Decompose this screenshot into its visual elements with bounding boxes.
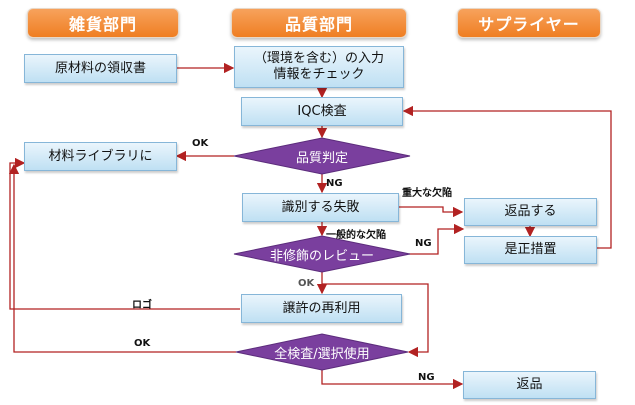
edge-label-ng-review: NG (415, 238, 432, 249)
edge-label-ok-review: OK (298, 278, 315, 289)
node-concession-label: 譲許の再利用 (282, 300, 361, 316)
edge-label-ok-bottom: OK (134, 338, 151, 349)
edge-label-ng-judgment: NG (326, 178, 343, 189)
node-identify-failure-label: 識別する失敗 (281, 199, 360, 215)
edge-label-ok-top: OK (192, 138, 209, 149)
node-iqc: IQC検査 (241, 97, 403, 126)
diamond-mrb-review (233, 235, 411, 273)
diamond-quality-judgment (233, 137, 411, 175)
node-iqc-label: IQC検査 (297, 103, 347, 119)
node-corrective-action-label: 是正措置 (504, 242, 557, 257)
edge-concession-library (9, 157, 240, 310)
edge-label-general-defect: 一般的な欠陥 (326, 230, 386, 241)
node-material-library-label: 材料ライブラリに (48, 148, 153, 164)
node-corrective-action: 是正措置 (464, 236, 597, 264)
lane-header-supplier: サプライヤー (457, 8, 601, 38)
node-return-supplier: 返品する (464, 198, 597, 226)
edge-label-ng-final: NG (418, 372, 435, 383)
node-receipt-label: 原材料の領収書 (54, 60, 146, 76)
edge-label-major-defect: 重大な欠陥 (402, 188, 452, 199)
node-info-check-line1: （環境を含む）の入力 (253, 51, 384, 66)
edge-review-return (409, 223, 465, 255)
node-concession: 譲許の再利用 (241, 294, 402, 323)
node-return-final-label: 返品 (516, 377, 543, 392)
node-return-final: 返品 (463, 371, 596, 399)
node-return-supplier-label: 返品する (504, 204, 557, 219)
node-receipt: 原材料の領収書 (24, 54, 177, 83)
edge-corrective-iqc (402, 105, 612, 249)
edge-failure-return (399, 206, 464, 218)
node-identify-failure: 識別する失敗 (242, 193, 399, 222)
edge-label-logo: ロゴ (132, 300, 152, 311)
edge-full-returnfinal (321, 370, 464, 390)
edge-full-library (8, 163, 236, 353)
node-info-check-line2: 情報をチェック (273, 67, 365, 82)
node-material-library: 材料ライブラリに (24, 142, 177, 171)
diamond-full-inspection (235, 333, 409, 371)
lane-header-quality: 品質部門 (231, 8, 407, 38)
edge-review-full (322, 283, 429, 358)
node-info-check: （環境を含む）の入力 情報をチェック (234, 46, 404, 88)
lane-header-misc: 雑貨部門 (27, 8, 179, 38)
